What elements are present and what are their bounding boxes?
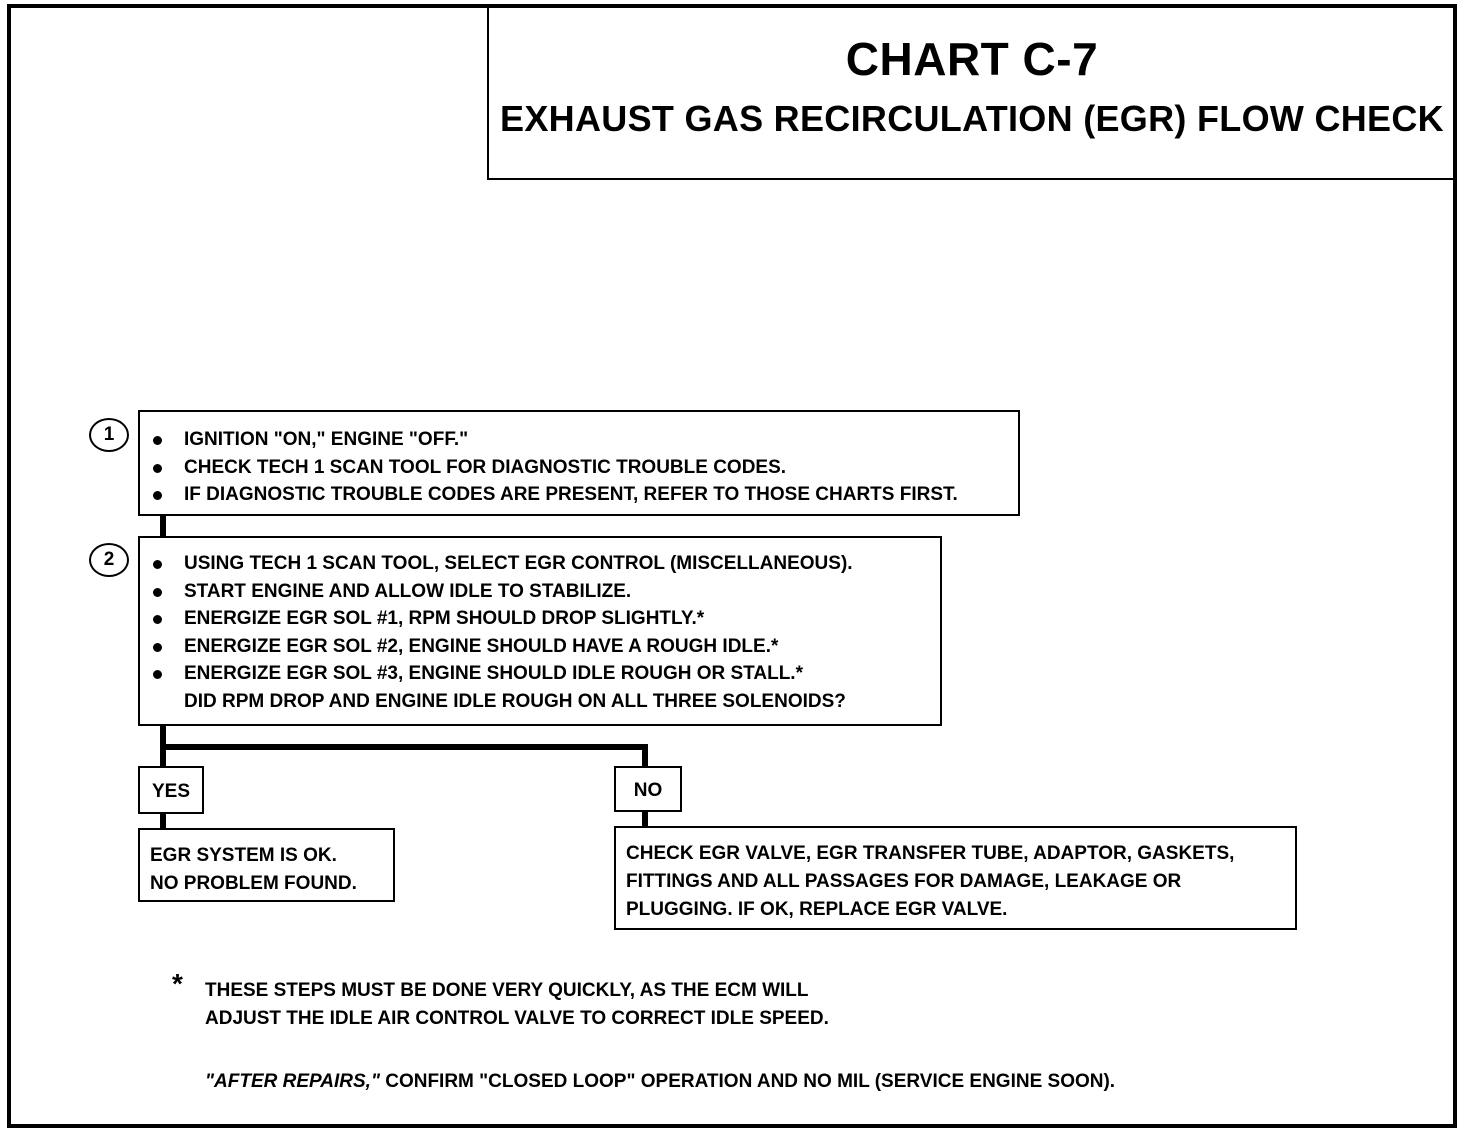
yes-result-box: EGR SYSTEM IS OK. NO PROBLEM FOUND. — [138, 828, 395, 902]
footnote-line: THESE STEPS MUST BE DONE VERY QUICKLY, A… — [205, 980, 809, 1001]
no-result-box: CHECK EGR VALVE, EGR TRANSFER TUBE, ADAP… — [614, 826, 1297, 930]
step-2-question: DID RPM DROP AND ENGINE IDLE ROUGH ON AL… — [184, 690, 846, 712]
yes-label: YES — [138, 766, 204, 814]
connector-yes-result — [160, 812, 166, 830]
bullet-icon — [153, 615, 162, 624]
no-result-line: PLUGGING. IF OK, REPLACE EGR VALVE. — [626, 899, 1008, 920]
list-item: CHECK TECH 1 SCAN TOOL FOR DIAGNOSTIC TR… — [140, 454, 1018, 482]
no-label: NO — [614, 766, 682, 812]
yes-result-line: EGR SYSTEM IS OK. — [150, 845, 337, 866]
list-item: START ENGINE AND ALLOW IDLE TO STABILIZE… — [140, 578, 940, 606]
step-2-list: USING TECH 1 SCAN TOOL, SELECT EGR CONTR… — [140, 550, 940, 688]
bullet-icon — [153, 463, 162, 473]
title-block: CHART C-7 EXHAUST GAS RECIRCULATION (EGR… — [487, 6, 1455, 180]
step-1-box: IGNITION "ON," ENGINE "OFF." CHECK TECH … — [138, 410, 1020, 516]
bullet-icon — [153, 491, 162, 500]
list-item: IF DIAGNOSTIC TROUBLE CODES ARE PRESENT,… — [140, 481, 1018, 509]
list-item: ENERGIZE EGR SOL #1, RPM SHOULD DROP SLI… — [140, 605, 940, 633]
no-result-line: CHECK EGR VALVE, EGR TRANSFER TUBE, ADAP… — [626, 843, 1235, 864]
list-item: IGNITION "ON," ENGINE "OFF." — [140, 426, 1018, 454]
after-repairs-text: CONFIRM "CLOSED LOOP" OPERATION AND NO M… — [379, 1071, 1116, 1092]
connector-to-no — [642, 744, 648, 768]
after-repairs-note: "AFTER REPAIRS," CONFIRM "CLOSED LOOP" O… — [205, 1071, 1115, 1093]
footnote-asterisk: * — [172, 968, 183, 999]
bullet-icon — [153, 436, 162, 445]
list-item: ENERGIZE EGR SOL #2, ENGINE SHOULD HAVE … — [140, 633, 940, 661]
after-repairs-prefix: "AFTER REPAIRS," — [205, 1071, 380, 1092]
step-2-box: USING TECH 1 SCAN TOOL, SELECT EGR CONTR… — [138, 536, 942, 726]
step-1-list: IGNITION "ON," ENGINE "OFF." CHECK TECH … — [140, 426, 1018, 509]
bullet-icon — [153, 560, 162, 569]
yes-result-line: NO PROBLEM FOUND. — [150, 873, 357, 894]
bullet-icon — [153, 670, 162, 679]
footnote-line: ADJUST THE IDLE AIR CONTROL VALVE TO COR… — [205, 1008, 829, 1029]
no-result-line: FITTINGS AND ALL PASSAGES FOR DAMAGE, LE… — [626, 871, 1182, 892]
chart-title: CHART C-7 — [845, 33, 1099, 85]
bullet-icon — [153, 587, 162, 597]
connector-step1-step2 — [160, 514, 166, 538]
chart-subtitle: EXHAUST GAS RECIRCULATION (EGR) FLOW CHE… — [500, 98, 1444, 139]
connector-branch-horizontal — [160, 744, 648, 750]
connector-no-result — [642, 810, 648, 828]
bullet-icon — [153, 642, 162, 652]
list-item: USING TECH 1 SCAN TOOL, SELECT EGR CONTR… — [140, 550, 940, 578]
step-1-marker: 1 — [89, 418, 129, 452]
step-2-marker: 2 — [89, 543, 129, 577]
chart-frame — [7, 4, 1457, 1128]
list-item: ENERGIZE EGR SOL #3, ENGINE SHOULD IDLE … — [140, 660, 940, 688]
